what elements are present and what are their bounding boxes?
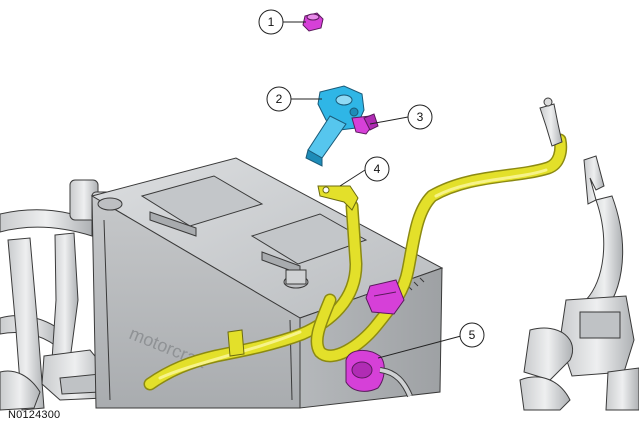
- callout-3: 3: [407, 104, 433, 130]
- callouts: [283, 21, 462, 359]
- battery: motorcraft: [90, 157, 444, 409]
- callout-4: 4: [364, 156, 390, 182]
- callout-5: 5: [459, 322, 485, 348]
- callout-4-label: 4: [374, 162, 381, 176]
- right-harness-parts: [519, 155, 639, 411]
- callout-5-label: 5: [469, 328, 476, 342]
- magenta-cable-clip: [365, 279, 405, 315]
- cable-terminals: [227, 97, 563, 357]
- callout-2: 2: [266, 86, 292, 112]
- figure-reference-code: N0124300: [8, 409, 61, 421]
- terminal-bolt: [351, 113, 379, 135]
- battery-cable: [143, 133, 568, 391]
- terminal-boot: [345, 350, 413, 398]
- terminal-nut: [302, 12, 324, 32]
- callout-1-label: 1: [268, 15, 275, 29]
- callout-1: 1: [258, 9, 284, 35]
- callout-2-label: 2: [276, 92, 283, 106]
- callout-3-label: 3: [417, 110, 424, 124]
